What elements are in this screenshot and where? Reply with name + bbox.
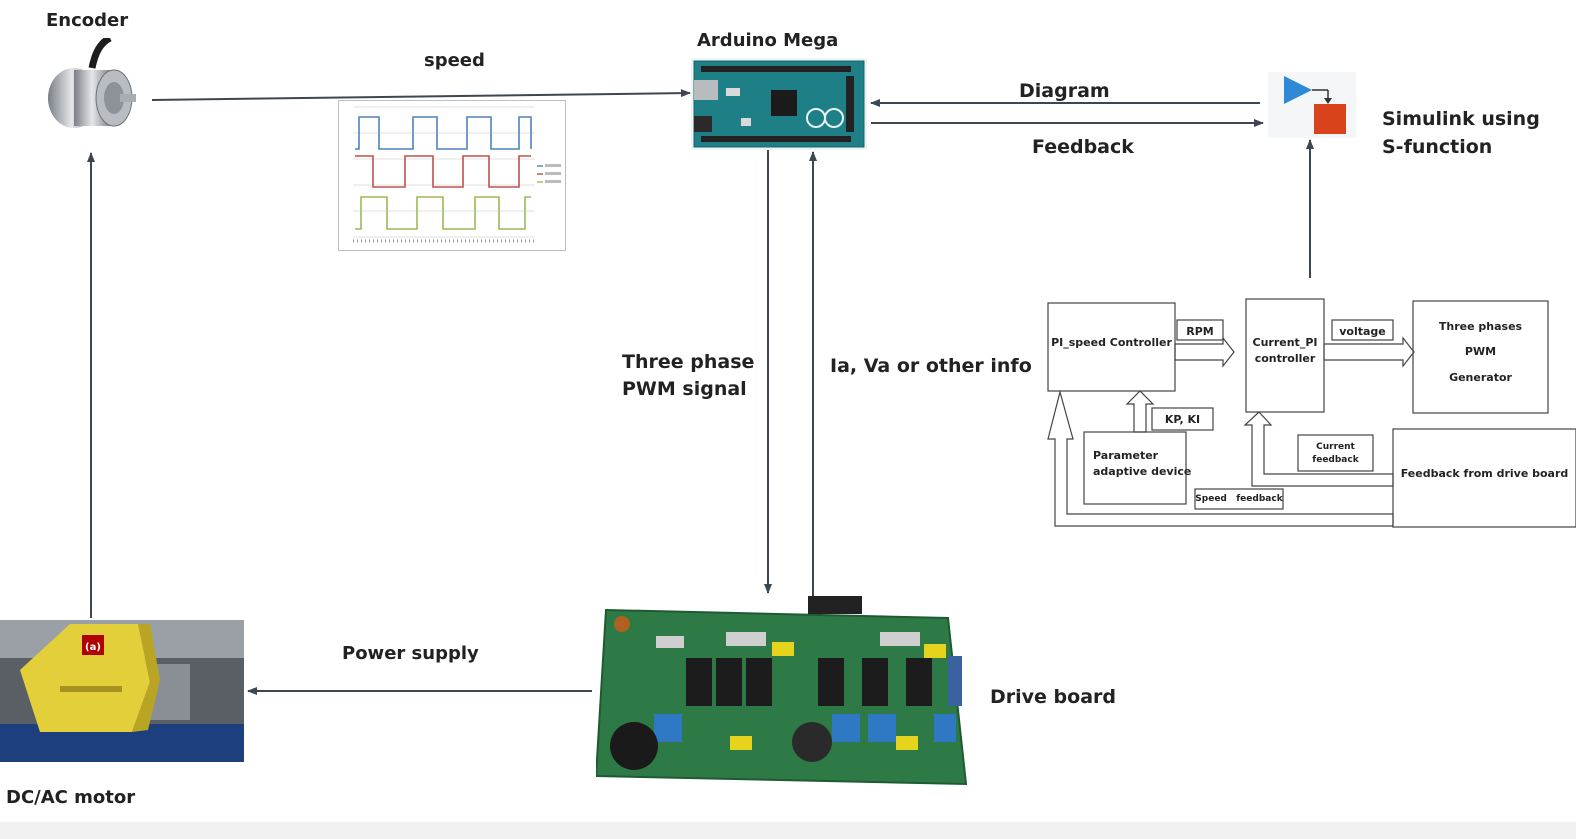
ia-va-label: Ia, Va or other info — [830, 355, 1032, 377]
motor-label: DC/AC motor — [6, 787, 136, 808]
pwm-generator-text-line3: Generator — [1449, 371, 1512, 384]
bottom-strip — [0, 822, 1576, 839]
encoder-label: Encoder — [46, 10, 129, 31]
power-supply-label: Power supply — [342, 643, 479, 664]
speed-arrow — [151, 89, 691, 101]
feedback-label: Feedback — [1032, 136, 1134, 158]
three-phase-label-line1: Three phase — [622, 351, 755, 373]
current-feedback-block-arrow — [1243, 411, 1394, 487]
simulink-label-line1: Simulink using — [1382, 108, 1540, 130]
encoder-image — [48, 38, 136, 128]
param-adaptive-text-line1: Parameter — [1093, 449, 1159, 462]
speed-feedback-text: Speed feedback — [1195, 494, 1283, 504]
pwm-generator-text-line1: Three phases — [1438, 320, 1523, 333]
rpm-block-arrow — [1174, 336, 1235, 368]
diagram-label: Diagram — [1019, 80, 1110, 102]
waveform-red — [355, 155, 531, 188]
param-adaptive-text-line2: adaptive device — [1093, 465, 1192, 478]
speed-feedback-block-arrow — [1047, 389, 1394, 527]
waveform-chart-image — [338, 100, 566, 251]
pwm-generator-text-line2: PWM — [1464, 345, 1497, 358]
voltage-text: voltage — [1339, 325, 1386, 338]
current-feedback-text-line2: feedback — [1312, 455, 1359, 465]
control-block-diagram — [1047, 298, 1576, 528]
current-feedback-tag-box — [1297, 434, 1374, 472]
current-pi-text-line1: Current_PI — [1252, 336, 1318, 349]
kpki-block-arrow — [1125, 390, 1155, 433]
pi-speed-text: PI_speed Controller — [1051, 336, 1172, 349]
current-feedback-text-line1: Current — [1316, 442, 1355, 452]
simulink-blocks-image — [1268, 72, 1356, 138]
feedback-drive-text: Feedback from drive board — [1400, 467, 1569, 480]
speed-label: speed — [424, 50, 485, 71]
waveform-blue — [355, 116, 532, 150]
waveform-green — [355, 196, 531, 230]
rpm-text: RPM — [1186, 325, 1214, 338]
three-phase-label-line2: PWM signal — [622, 378, 747, 400]
drive-board-image — [596, 596, 968, 786]
kpki-text: KP, KI — [1164, 413, 1201, 426]
drive-board-label: Drive board — [990, 686, 1116, 708]
motor-tag: (a) — [85, 642, 101, 653]
voltage-tag-box — [1331, 319, 1394, 341]
simulink-label-line2: S-function — [1382, 136, 1493, 158]
kpki-tag-box — [1151, 407, 1214, 431]
voltage-block-arrow — [1323, 336, 1415, 368]
arduino-label: Arduino Mega — [697, 30, 839, 51]
speed-feedback-tag-box — [1194, 488, 1284, 510]
rpm-tag-box — [1176, 319, 1224, 341]
motor-image: (a) — [0, 620, 244, 762]
current-pi-text-line2: controller — [1254, 352, 1316, 365]
arduino-image — [691, 58, 867, 150]
pwm-generator-box — [1412, 300, 1549, 414]
